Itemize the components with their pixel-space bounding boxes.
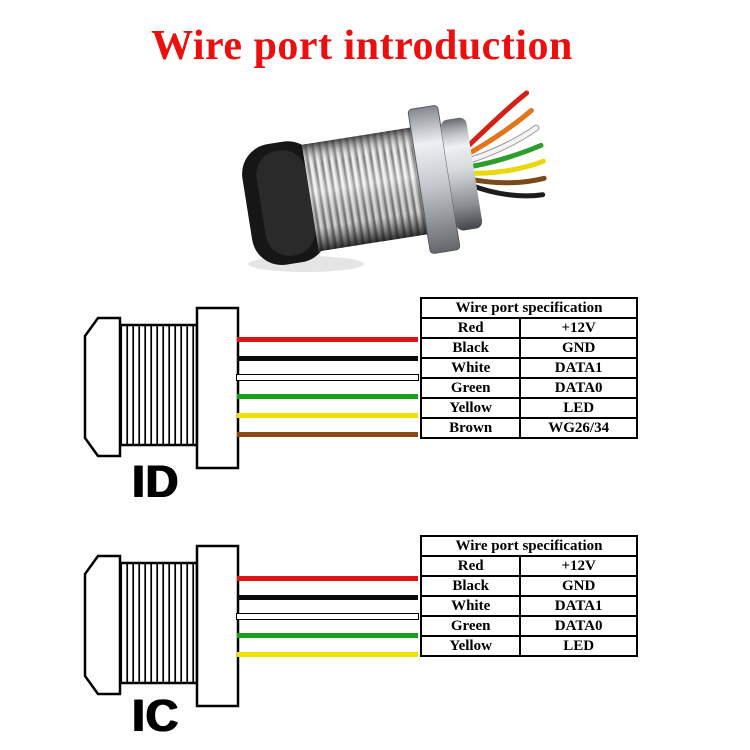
page-title: Wire port introduction xyxy=(151,23,573,69)
wire-green xyxy=(237,394,418,399)
drawing-nut-id xyxy=(195,306,240,470)
section-label-id: ID xyxy=(132,456,179,507)
drawing-barrel-id xyxy=(118,323,199,447)
spec-signal: GND xyxy=(519,337,638,359)
drawing-nut-ic xyxy=(195,544,240,708)
wire-white xyxy=(237,614,418,619)
photo-wires xyxy=(462,90,547,199)
spec-wire-color: Red xyxy=(419,555,522,577)
drawing-bezel-ic xyxy=(83,554,122,696)
spec-signal: DATA1 xyxy=(519,357,638,379)
spec-wire-color: Black xyxy=(419,337,522,359)
spec-wire-color: Red xyxy=(419,317,522,339)
wire-black xyxy=(237,356,418,361)
photo-barrel-shade xyxy=(301,127,428,252)
device-drawing-id xyxy=(83,306,240,470)
spec-wire-color: Yellow xyxy=(419,635,522,657)
spec-table-title: Wire port specification xyxy=(420,297,638,319)
product-photo xyxy=(242,90,547,272)
spec-signal: LED xyxy=(519,635,638,657)
spec-wire-color: Yellow xyxy=(419,397,522,419)
spec-wire-color: White xyxy=(419,595,522,617)
spec-signal: DATA0 xyxy=(519,377,638,399)
photo-wire-black xyxy=(467,182,546,199)
wire-yellow xyxy=(237,652,418,657)
spec-row: Red+12V xyxy=(419,317,638,339)
wire-white xyxy=(237,375,418,380)
section-label-ic: IC xyxy=(132,690,179,741)
photo-bezel-face xyxy=(256,150,316,256)
spec-wire-color: Black xyxy=(419,575,522,597)
photo-wire-yellow xyxy=(465,158,546,176)
wire-red xyxy=(237,576,418,581)
spec-signal: DATA0 xyxy=(519,615,638,637)
photo-wire-orange xyxy=(463,107,534,158)
spec-wire-color: White xyxy=(419,357,522,379)
spec-signal: +12V xyxy=(519,317,638,339)
spec-signal: +12V xyxy=(519,555,638,577)
photo-wire-white xyxy=(464,125,539,164)
wire-brown xyxy=(237,432,418,437)
device-drawing-ic xyxy=(83,544,240,708)
spec-wire-color: Green xyxy=(419,615,522,637)
spec-row: Red+12V xyxy=(419,555,638,577)
wire-black xyxy=(237,595,418,600)
spec-signal: LED xyxy=(519,397,638,419)
spec-wire-color: Brown xyxy=(419,417,522,439)
photo-wire-green xyxy=(464,142,544,170)
drawing-barrel-ic xyxy=(118,561,199,685)
spec-table-title: Wire port specification xyxy=(420,535,638,557)
wire-red xyxy=(237,337,418,342)
wire-bundle-id xyxy=(237,337,418,451)
spec-signal: DATA1 xyxy=(519,595,638,617)
spec-header-row: Wire port specification xyxy=(420,535,638,557)
photo-wire-red xyxy=(462,90,530,152)
wire-bundle-ic xyxy=(237,576,418,671)
drawing-bezel-id xyxy=(83,316,122,458)
photo-wire-brown xyxy=(466,175,547,186)
spec-signal: GND xyxy=(519,575,638,597)
spec-wire-color: Green xyxy=(419,377,522,399)
wire-green xyxy=(237,633,418,638)
spec-signal: WG26/34 xyxy=(519,417,638,439)
spec-header-row: Wire port specification xyxy=(420,297,638,319)
photo-back-cap-shade xyxy=(440,117,483,231)
wire-yellow xyxy=(237,413,418,418)
